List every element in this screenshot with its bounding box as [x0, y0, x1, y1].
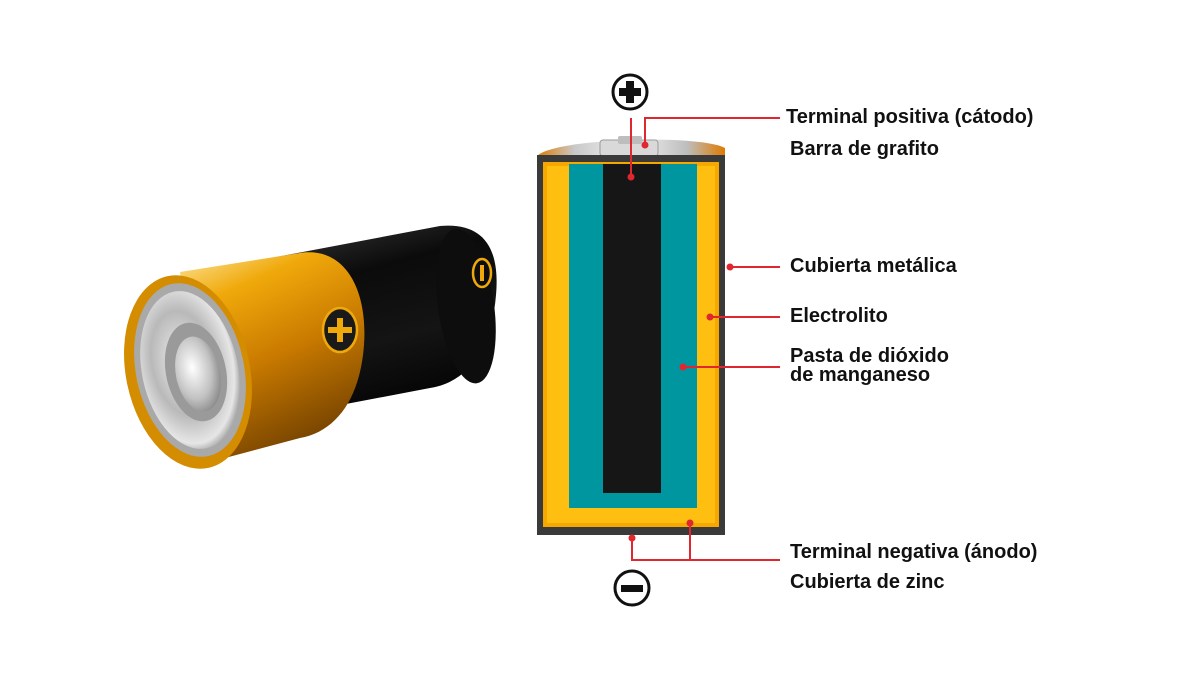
label-cubierta-metalica: Cubierta metálica: [790, 255, 957, 277]
label-electrolito: Electrolito: [790, 305, 888, 327]
label-terminal-positiva: Terminal positiva (cátodo): [786, 106, 1034, 128]
leader-lines: [630, 117, 780, 561]
leader-terminal-positiva: [644, 117, 780, 145]
label-cubierta-zinc: Cubierta de zinc: [790, 571, 945, 593]
battery-cross-section: [537, 136, 725, 535]
minus-terminal-icon: [613, 569, 651, 607]
label-pasta-dioxido: Pasta de dióxido de manganeso: [790, 345, 949, 386]
leader-dots: [627, 141, 734, 542]
battery-plus-symbol-icon: [321, 306, 359, 354]
label-barra-grafito: Barra de grafito: [790, 138, 939, 160]
battery-minus-symbol-icon: [471, 257, 493, 289]
battery-positive-nub: [175, 336, 221, 412]
battery-illustration: [124, 225, 497, 469]
leader-terminal-negativa: [631, 538, 780, 561]
cross-section-graphite-rod: [603, 164, 661, 493]
plus-terminal-icon: [611, 73, 649, 111]
label-terminal-negativa: Terminal negativa (ánodo): [790, 541, 1038, 563]
